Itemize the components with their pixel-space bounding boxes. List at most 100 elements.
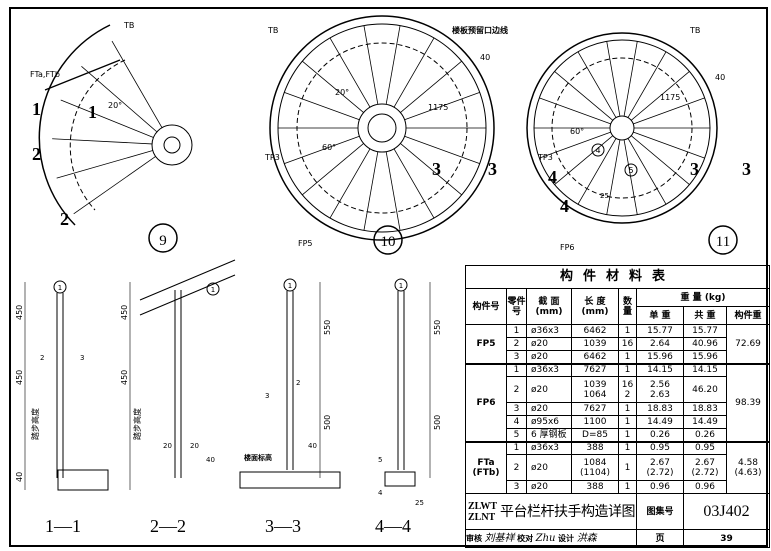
dim: 500: [323, 415, 332, 430]
dim: 40: [308, 442, 317, 450]
section-title: 3—3: [265, 516, 301, 536]
section-title: 1—1: [45, 516, 81, 536]
dim: 550: [323, 320, 332, 335]
tread-line: [111, 40, 163, 128]
quantity: 1: [618, 402, 637, 416]
header-total-weight: 共 重: [683, 306, 727, 325]
quantity: 1: [618, 324, 637, 338]
part-number: 3: [265, 392, 269, 400]
total-weight: 15.96: [683, 350, 727, 364]
length: 1039: [571, 337, 619, 351]
outer-rail: [38, 24, 111, 226]
cross-section: ø36x3: [526, 440, 572, 455]
cross-section: ø20: [526, 480, 572, 494]
quantity: 1: [618, 454, 637, 481]
part-number: 5: [378, 456, 382, 464]
cross-section: ø20: [526, 454, 572, 481]
dim: 550: [433, 320, 442, 335]
length: 388: [571, 440, 619, 455]
tread-line: [52, 138, 153, 145]
outer-rail: [269, 15, 495, 241]
tread-line: [284, 92, 360, 121]
stair-edge: [44, 59, 121, 91]
unit-weight: 0.96: [636, 480, 684, 494]
detail-marker-11: [708, 225, 738, 255]
tread-line: [404, 92, 480, 121]
total-weight: 18.83: [683, 402, 727, 416]
dim: 20: [163, 442, 172, 450]
tread-line: [554, 135, 614, 185]
inner-rail: [277, 23, 487, 233]
tread-line: [539, 97, 611, 125]
header-section-unit: (mm): [535, 306, 563, 317]
tread-line: [630, 135, 690, 185]
detail-marker-9: [148, 223, 178, 253]
part-number: 4: [506, 415, 527, 429]
walk-line: [551, 57, 693, 199]
length: 6462: [571, 350, 619, 364]
angle-20: 20°: [335, 88, 349, 97]
tread-line: [363, 25, 379, 105]
header-member: 构件号: [465, 288, 507, 325]
dim: 40: [206, 456, 215, 464]
part-number: 3: [80, 354, 84, 362]
note-step-height: 踏步高度: [30, 408, 40, 440]
section-mark-4: 4: [548, 167, 557, 187]
tread-line: [363, 151, 379, 231]
quantity: 16 2: [618, 376, 637, 403]
section-mark-3: 3: [432, 159, 441, 179]
section-mark-3: 3: [690, 159, 699, 179]
tread-line: [302, 60, 364, 113]
table-title: 构件材料表: [464, 265, 771, 289]
member-id: FTa (FTb): [465, 440, 507, 494]
unit-weight: 2.56 2.63: [636, 376, 684, 403]
part-number: 2: [506, 454, 527, 481]
tread-line: [627, 138, 667, 205]
length: 7627: [571, 362, 619, 377]
outer-rail: [526, 32, 718, 224]
section-3-3: [239, 278, 341, 489]
section-title: 4—4: [375, 516, 411, 536]
tread-line: [539, 131, 611, 159]
total-weight: 0.95: [683, 440, 727, 455]
section-mark-2: 2: [32, 144, 41, 164]
label-tb: TB: [123, 21, 134, 30]
part-number: 3: [506, 480, 527, 494]
dim-40: 40: [480, 53, 490, 62]
header-member-weight: 构件重: [725, 306, 771, 325]
note-opening-edge: 楼板预留口边线: [452, 25, 508, 35]
tread-line: [302, 143, 364, 196]
tread-line: [623, 41, 638, 117]
tread-line: [56, 150, 153, 179]
tread-line: [329, 37, 371, 108]
signature-row: 审核 刘基祥 校对 Zhu 设计 洪森: [465, 529, 637, 548]
tread-line: [606, 139, 621, 215]
total-weight: 2.67 (2.72): [683, 454, 727, 481]
total-weight: 14.15: [683, 362, 727, 377]
unit-weight: 0.95: [636, 440, 684, 455]
part-4-number: 4: [595, 146, 600, 155]
column-circle: [609, 115, 635, 141]
label-fp5: FP5: [298, 239, 313, 248]
header-length-label: 长 度: [584, 296, 606, 307]
tread-line: [385, 151, 401, 231]
handrail-circle: [53, 280, 67, 294]
detail-number-11: 11: [716, 234, 730, 250]
atlas-label: 图集号: [636, 493, 684, 530]
member-weight: 98.39: [725, 362, 771, 442]
quantity: 1: [618, 415, 637, 429]
section-title: 2—2: [150, 516, 186, 536]
column-circle: [357, 103, 407, 153]
part-number: 1: [506, 440, 527, 455]
tread-line: [633, 131, 705, 159]
total-weight: 15.77: [683, 324, 727, 338]
tread-line: [577, 51, 617, 118]
review-signature: 刘基祥: [484, 532, 515, 544]
part-number: 2: [506, 376, 527, 403]
part-number: 1: [399, 282, 403, 290]
